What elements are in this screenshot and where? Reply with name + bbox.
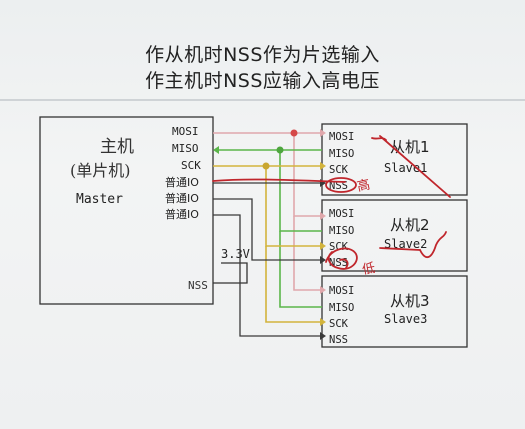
slave3-pin-mosi: MOSI [329, 285, 354, 297]
slave1-pin-nss: NSS [329, 180, 348, 192]
sck-arrow-3 [320, 318, 326, 326]
slave2-pin-mosi: MOSI [329, 208, 354, 220]
slave3-pin-sck: SCK [329, 318, 349, 330]
handwritten-high: 高 [355, 177, 371, 195]
sck-arrow-2 [320, 242, 326, 250]
voltage-wire [213, 262, 248, 284]
master-name-cn: 主机 [100, 137, 134, 157]
title-line-1: 作从机时NSS作为片选输入 [145, 44, 380, 66]
miso-bus [219, 149, 322, 308]
title-line-2: 作主机时NSS应输入高电压 [145, 70, 380, 92]
nss-arrow-1 [320, 179, 326, 187]
slave3-pin-miso: MISO [329, 302, 354, 314]
mosi-arrow-1 [320, 129, 326, 137]
mosi-arrow-2 [320, 212, 326, 220]
slave3-name-en: Slave3 [384, 312, 427, 326]
master-pin-miso: MISO [172, 142, 199, 155]
master-name-en: Master [76, 192, 123, 207]
handwritten-marks [212, 135, 451, 270]
slave1-name-cn: 从机1 [390, 138, 430, 156]
master-box [39, 116, 214, 305]
slave2-box [321, 199, 468, 272]
slave2-name-cn: 从机2 [390, 216, 430, 234]
slave1-pin-sck: SCK [329, 164, 349, 176]
slave1-pin-miso: MISO [329, 148, 354, 160]
master-pin-io3: 普通IO [165, 207, 199, 221]
miso-junction [276, 146, 284, 154]
slave2-pin-miso: MISO [329, 225, 354, 237]
slave3-box [321, 275, 468, 348]
master-pin-mosi: MOSI [172, 125, 199, 138]
slave2-pin-sck: SCK [329, 241, 349, 253]
divider [0, 99, 525, 101]
slave1-name-en: Slave1 [384, 161, 427, 175]
slave1-box [321, 123, 468, 196]
mosi-junction [290, 129, 298, 137]
slave3-name-cn: 从机3 [390, 292, 430, 310]
master-name-sub: (单片机) [70, 161, 131, 180]
voltage-label: 3.3V [221, 247, 250, 261]
handwritten-low: 低 [361, 261, 376, 278]
nss-arrow-3 [320, 332, 326, 340]
slave1-pin-mosi: MOSI [329, 131, 354, 143]
master-pin-io2: 普通IO [165, 191, 199, 205]
nss-lines [213, 182, 320, 337]
master-pin-io1: 普通IO [165, 175, 199, 189]
sck-arrow-1 [320, 162, 326, 170]
master-pin-sck: SCK [181, 159, 201, 172]
slave2-name-en: Slave2 [384, 237, 427, 251]
master-pin-nss: NSS [188, 279, 208, 292]
mosi-bus [213, 132, 320, 291]
slave2-pin-nss: NSS [329, 257, 348, 269]
slave3-pin-nss: NSS [329, 334, 348, 346]
nss-arrow-2 [320, 256, 326, 264]
miso-arrow [213, 146, 219, 154]
sck-junction [262, 162, 270, 170]
sck-bus [213, 165, 320, 323]
mosi-arrow-3 [320, 286, 326, 294]
